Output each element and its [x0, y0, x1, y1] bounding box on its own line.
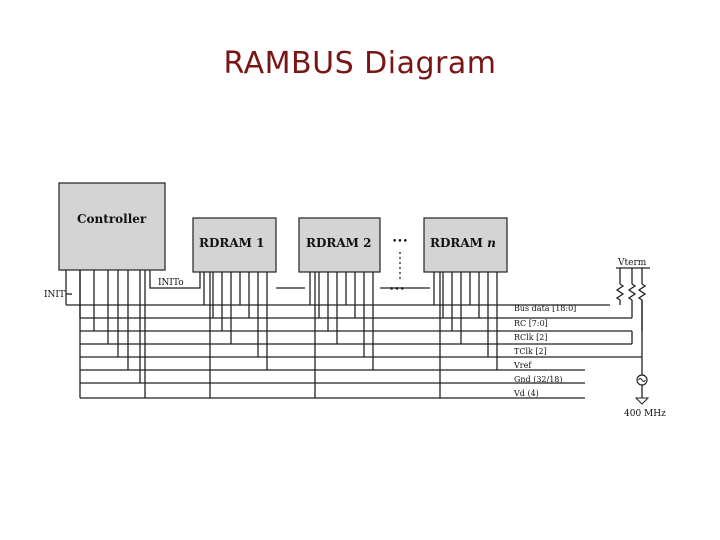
- bus-label: TClk [2]: [514, 347, 547, 356]
- bus-lines-group: Bus data [18:0] RC [7:0] RClk [2] TClk [2] V…: [65, 270, 642, 399]
- clock-ground-icon: [634, 397, 650, 405]
- bus-label: RC [7:0]: [514, 319, 548, 328]
- resistor-icon: [615, 283, 625, 301]
- rdram-2-block: [298, 217, 381, 273]
- rdram-n-block: [423, 217, 508, 273]
- bus-label: Vref: [513, 361, 532, 370]
- bus-label: Gnd (32/18): [514, 375, 563, 384]
- bus-label: RClk [2]: [514, 333, 547, 342]
- vterm-label: Vterm: [617, 258, 647, 268]
- rdram-n-label: RDRAM n: [430, 236, 496, 250]
- init-label: INIT: [44, 290, 65, 300]
- inito-line: [149, 270, 201, 289]
- rdram-1-label: RDRAM 1: [199, 236, 264, 250]
- rdram-n-text: RDRAM: [430, 236, 483, 250]
- ellipsis-bottom: •••: [389, 285, 405, 295]
- controller-block: [58, 182, 166, 271]
- inito-label: INITo: [158, 278, 184, 288]
- controller-label: Controller: [77, 212, 147, 226]
- rdram-n-suffix: n: [487, 236, 496, 250]
- resistor-icon: [627, 283, 637, 301]
- page-title: RAMBUS Diagram: [223, 46, 497, 81]
- rdram-2-label: RDRAM 2: [306, 236, 371, 250]
- ellipsis-top: •••: [392, 237, 408, 247]
- clock-sine-icon: [638, 378, 646, 382]
- termination-resistors: [615, 268, 647, 356]
- bus-label: Vd (4): [513, 389, 539, 398]
- clock-label: 400 MHz: [624, 409, 666, 419]
- resistor-icon: [637, 283, 647, 301]
- bus-label: Bus data [18:0]: [514, 304, 576, 313]
- rdram-1-block: [192, 217, 277, 273]
